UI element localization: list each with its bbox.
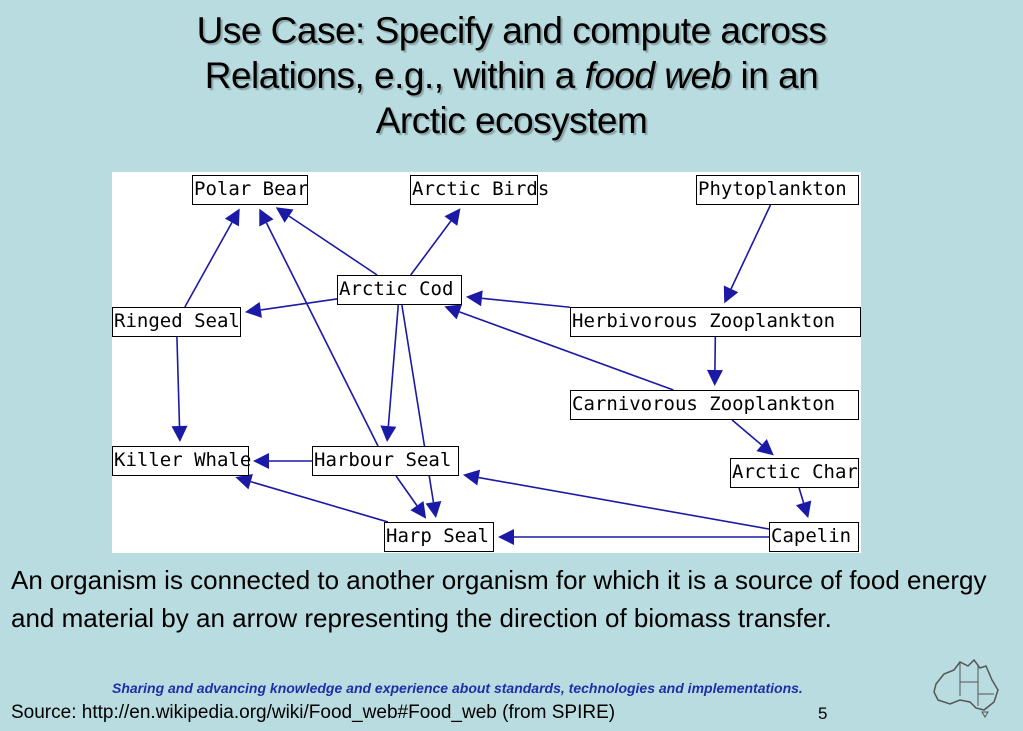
arrow-carnivorous_zooplankton-to-arctic_cod [459, 311, 674, 391]
arrowhead-arctic_cod-to-ringed_seal [244, 301, 262, 318]
node-capelin: Capelin [769, 522, 859, 552]
arrowhead-arctic_cod-to-harp_seal [425, 500, 442, 519]
arrow-harp_seal-to-killer_whale [250, 480, 389, 523]
arrowhead-harbour_seal-to-polar_bear [259, 208, 274, 227]
node-label: Harbour Seal [314, 449, 452, 471]
node-harp-seal: Harp Seal [384, 522, 494, 552]
node-label: Arctic Cod [339, 278, 454, 300]
node-phytoplankton: Phytoplankton [696, 175, 859, 205]
arrowhead-carnivorous_zooplankton-to-arctic_cod [444, 304, 463, 320]
title-line-2-end: in an [730, 55, 819, 96]
page-number: 5 [818, 704, 828, 723]
arrowhead-herbivorous_zooplankton-to-arctic_cod [465, 290, 483, 307]
node-label: Phytoplankton [698, 178, 847, 200]
node-killer-whale: Killer Whale [112, 446, 252, 476]
node-label: Ringed Seal [114, 310, 240, 332]
title-line-2-start: Relations, e.g., within a [204, 55, 585, 96]
arrowhead-ringed_seal-to-polar_bear [224, 208, 240, 227]
node-arctic-char: Arctic Char [730, 458, 859, 488]
title-line-2: Relations, e.g., within a food web in an [0, 53, 1023, 98]
node-arctic-cod: Arctic Cod [337, 275, 462, 305]
food-web-diagram: Polar Bear Arctic Birds Phytoplankton Ar… [112, 172, 861, 553]
node-carnivorous-zooplankton: Carnivorous Zooplankton [570, 390, 859, 420]
arrow-ringed_seal-to-killer_whale [176, 336, 181, 427]
arrowhead-carnivorous_zooplankton-to-arctic_char [756, 438, 774, 456]
arrow-arctic_cod-to-polar_bear [288, 215, 378, 276]
node-label: Herbivorous Zooplankton [572, 310, 836, 332]
arrowhead-arctic_cod-to-arctic_birds [444, 208, 461, 226]
title-italic-food-web: food web [584, 55, 732, 96]
slide-title: Use Case: Specify and compute across Rel… [0, 8, 1023, 143]
arrowhead-ringed_seal-to-killer_whale [171, 425, 188, 443]
arrow-carnivorous_zooplankton-to-arctic_char [731, 419, 763, 446]
arrowhead-arctic_cod-to-harbour_seal [380, 425, 397, 443]
arrow-phytoplankton-to-herbivorous_zooplankton [730, 204, 772, 290]
title-line-3: Arctic ecosystem [375, 100, 648, 141]
arrowhead-harbour_seal-to-harp_seal [410, 501, 427, 519]
arrowhead-arctic_char-to-capelin [795, 500, 812, 519]
arrowhead-capelin-to-harp_seal [498, 529, 514, 545]
arrow-arctic_cod-to-harbour_seal [387, 304, 400, 427]
title-line-1: Use Case: Specify and compute across [196, 10, 827, 51]
australia-map-icon [933, 658, 999, 718]
arrow-arctic_cod-to-ringed_seal [260, 298, 338, 311]
arrowhead-arctic_cod-to-polar_bear [275, 207, 294, 223]
food-web-arrows [171, 204, 812, 545]
arrow-harbour_seal-to-harp_seal [395, 475, 418, 507]
arrow-capelin-to-harbour_seal [478, 476, 770, 530]
node-label: Killer Whale [114, 449, 252, 471]
slide-caption: An organism is connected to another orga… [11, 565, 987, 633]
node-label: Carnivorous Zooplankton [572, 393, 836, 415]
arrow-arctic_char-to-capelin [798, 487, 805, 504]
arrowhead-capelin-to-harbour_seal [462, 469, 481, 486]
arrow-ringed_seal-to-polar_bear [184, 222, 233, 308]
node-label: Arctic Birds [412, 178, 550, 200]
arrow-herbivorous_zooplankton-to-arctic_cod [481, 297, 571, 309]
arrow-arctic_cod-to-arctic_birds [410, 220, 452, 276]
node-label: Capelin [771, 525, 852, 547]
node-ringed-seal: Ringed Seal [112, 307, 241, 337]
node-harbour-seal: Harbour Seal [312, 446, 459, 476]
node-label: Arctic Char [732, 461, 858, 483]
source-citation: Source: http://en.wikipedia.org/wiki/Foo… [11, 702, 616, 723]
node-arctic-birds: Arctic Birds [410, 175, 549, 205]
arrow-harbour_seal-to-polar_bear [265, 222, 379, 447]
arrowhead-phytoplankton-to-herbivorous_zooplankton [723, 285, 739, 304]
node-herbivorous-zooplankton: Herbivorous Zooplankton [570, 307, 861, 337]
arrowhead-herbivorous_zooplankton-to-carnivorous_zooplankton [706, 369, 723, 387]
node-polar-bear: Polar Bear [192, 175, 308, 205]
tagline: Sharing and advancing knowledge and expe… [112, 680, 803, 696]
node-label: Harp Seal [386, 525, 489, 547]
arrowhead-harbour_seal-to-killer_whale [253, 453, 269, 469]
arrowhead-harp_seal-to-killer_whale [235, 473, 253, 490]
node-label: Polar Bear [194, 178, 309, 200]
